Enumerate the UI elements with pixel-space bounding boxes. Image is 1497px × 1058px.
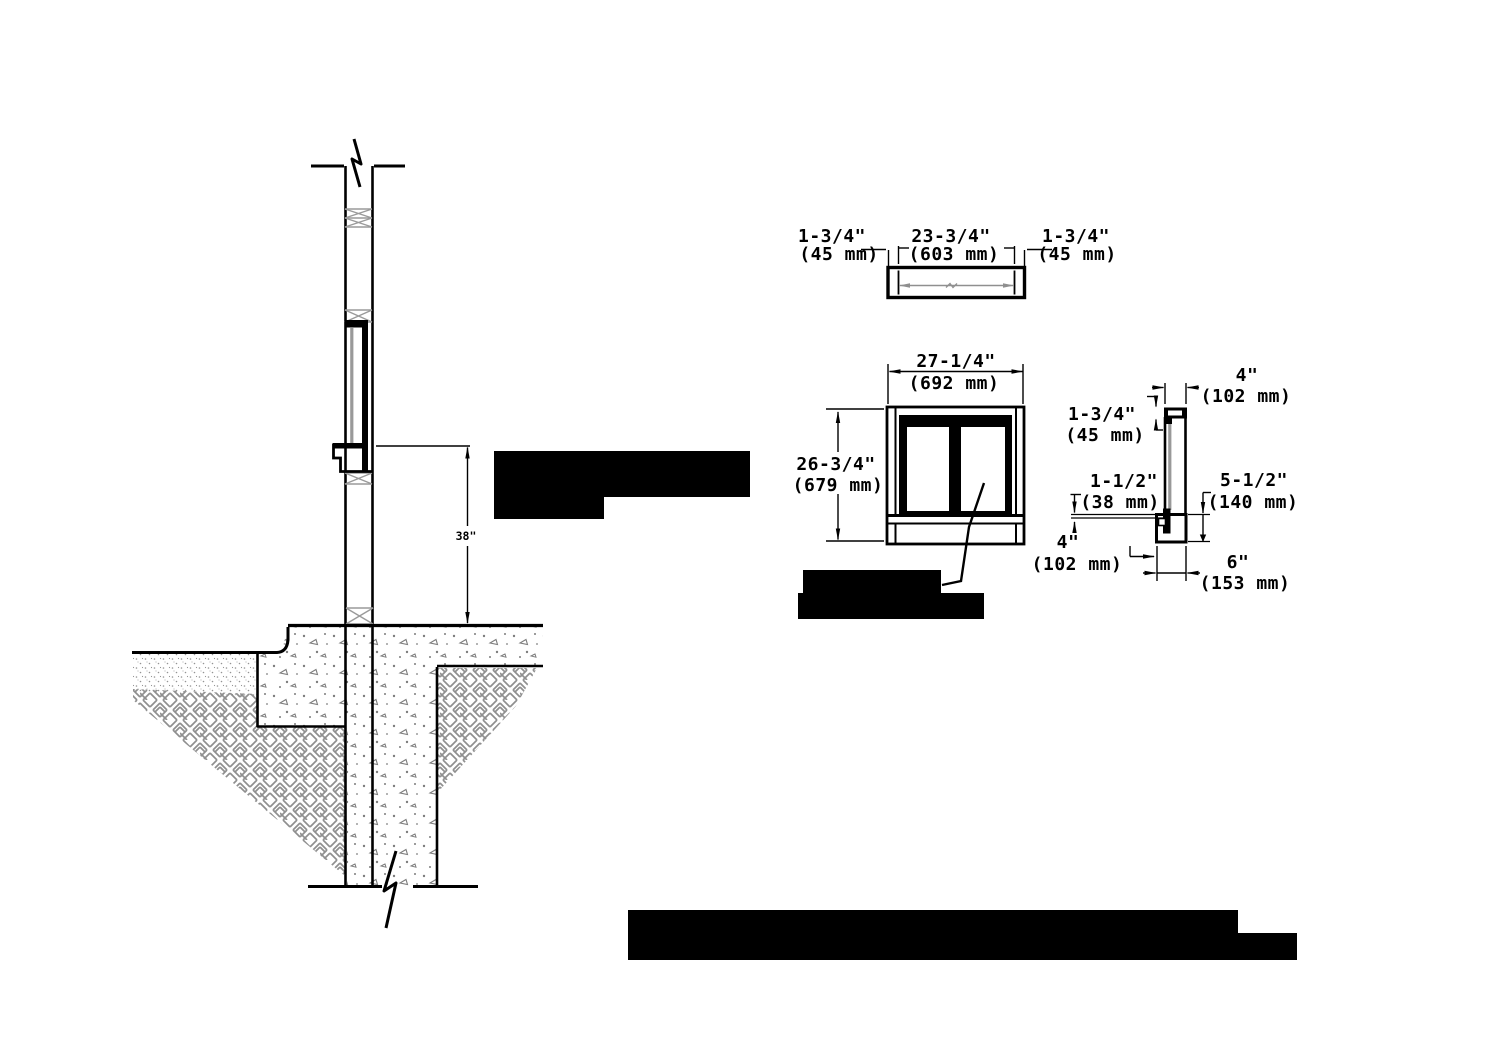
redacted-label-note-line1: [494, 451, 750, 497]
dim-top-right-mm: (45 mm): [1037, 244, 1116, 265]
side-top-frame-slot: [1168, 410, 1182, 416]
top-view-witness-lines: [861, 246, 1052, 266]
cabinet-shelf-top: [332, 443, 362, 449]
cabinet-back-panel: [362, 327, 368, 471]
door-leader-line: [941, 482, 986, 587]
side-shelf-offset-dimension: 4" (102 mm): [1032, 532, 1155, 575]
dim-top-right-inches: 1-3/4": [1042, 226, 1110, 247]
side-view: 4" (102 mm) 1-3/4" (45 mm) 1-1/2" (38 mm…: [1032, 365, 1299, 594]
redacted-title-line2: [628, 933, 1297, 960]
sand-layer-hatch: [133, 654, 258, 696]
front-width-dimension: 27-1/4" (692 mm): [887, 351, 1024, 404]
wall-blocking-hatch-4: [345, 607, 374, 625]
dim-front-height-mm: (679 mm): [793, 475, 884, 496]
earth-hatch-left: [133, 689, 345, 876]
mounting-height-dimension: 38": [376, 445, 477, 624]
recessed-cabinet-section: [332, 320, 373, 473]
grade-line: [132, 627, 290, 654]
dim-side-shelfoffset-inches: 4": [1057, 532, 1080, 553]
dim-side-topframe-inches: 1-3/4": [1068, 404, 1136, 425]
earth-hatch-right: [438, 668, 537, 792]
redacted-title-line1: [628, 910, 1238, 933]
dim-front-width-mm: (692 mm): [909, 373, 1000, 394]
dim-side-topframe-mm: (45 mm): [1065, 425, 1144, 446]
dim-side-depth-inches: 4": [1236, 365, 1259, 386]
dim-front-width-inches: 27-1/4": [916, 351, 995, 372]
dim-side-shelfoffset-mm: (102 mm): [1032, 554, 1123, 575]
dim-side-depth-mm: (102 mm): [1201, 386, 1292, 407]
wall-top-break-symbol: [311, 138, 405, 188]
cabinet-shelf-profile: [332, 444, 373, 473]
dim-side-shelfdepth-inches: 6": [1227, 552, 1250, 573]
side-mirror-top-clip: [1166, 418, 1172, 424]
side-mirror-bottom-bracket: [1163, 508, 1171, 534]
dim-top-left-mm: (45 mm): [799, 244, 878, 265]
redacted-label-door-line1: [803, 570, 941, 594]
side-shelf-depth-dimension: 6" (153 mm): [1143, 546, 1290, 594]
side-lip-dimension: 1-1/2" (38 mm): [1070, 471, 1163, 533]
dim-mounting-height: 38": [456, 529, 477, 543]
redacted-label-note-line2: [494, 497, 604, 519]
dim-side-shelfheight-mm: (140 mm): [1208, 492, 1299, 513]
wall-blocking-hatch-3: [344, 472, 373, 485]
wall-section-view: 38": [132, 138, 543, 929]
side-shelf-notch: [1157, 517, 1167, 527]
dim-side-shelfheight-inches: 5-1/2": [1220, 470, 1288, 491]
top-view-internal-dimension: [899, 282, 1014, 289]
dim-top-width-inches: 23-3/4": [911, 226, 990, 247]
redacted-label-door-line2: [798, 593, 984, 619]
foundation-break-symbol: [382, 850, 398, 929]
concrete-foundation-hatch: [258, 626, 543, 886]
top-view: 1-3/4" (45 mm) 23-3/4" (603 mm) 1-3/4" (…: [798, 226, 1116, 300]
dim-side-lip-inches: 1-1/2": [1090, 471, 1158, 492]
foundation-detail: [132, 623, 543, 929]
redacted-labels: [494, 451, 1297, 960]
side-shelf-height-dimension: 5-1/2" (140 mm): [1188, 470, 1299, 543]
top-view-outline: [886, 265, 1027, 300]
dim-front-height-inches: 26-3/4": [796, 454, 875, 475]
dim-top-left-inches: 1-3/4": [798, 226, 866, 247]
dim-top-width-mm: (603 mm): [909, 244, 1000, 265]
side-depth-dimension: 4" (102 mm): [1152, 365, 1291, 407]
dim-side-shelfdepth-mm: (153 mm): [1200, 573, 1291, 594]
front-height-dimension: 26-3/4" (679 mm): [793, 408, 884, 542]
side-top-frame-dimension: 1-3/4" (45 mm): [1065, 395, 1163, 446]
cabinet-top-frame: [345, 320, 368, 328]
dim-side-lip-mm: (38 mm): [1080, 492, 1159, 513]
front-view-stiles: [894, 408, 1017, 543]
wall-blocking-hatch-1: [344, 208, 373, 228]
cabinet-doors: [899, 415, 1012, 516]
front-view: 27-1/4" (692 mm) 26-3/4" (679 mm): [793, 351, 1026, 587]
foundation-hatching: [133, 626, 543, 886]
